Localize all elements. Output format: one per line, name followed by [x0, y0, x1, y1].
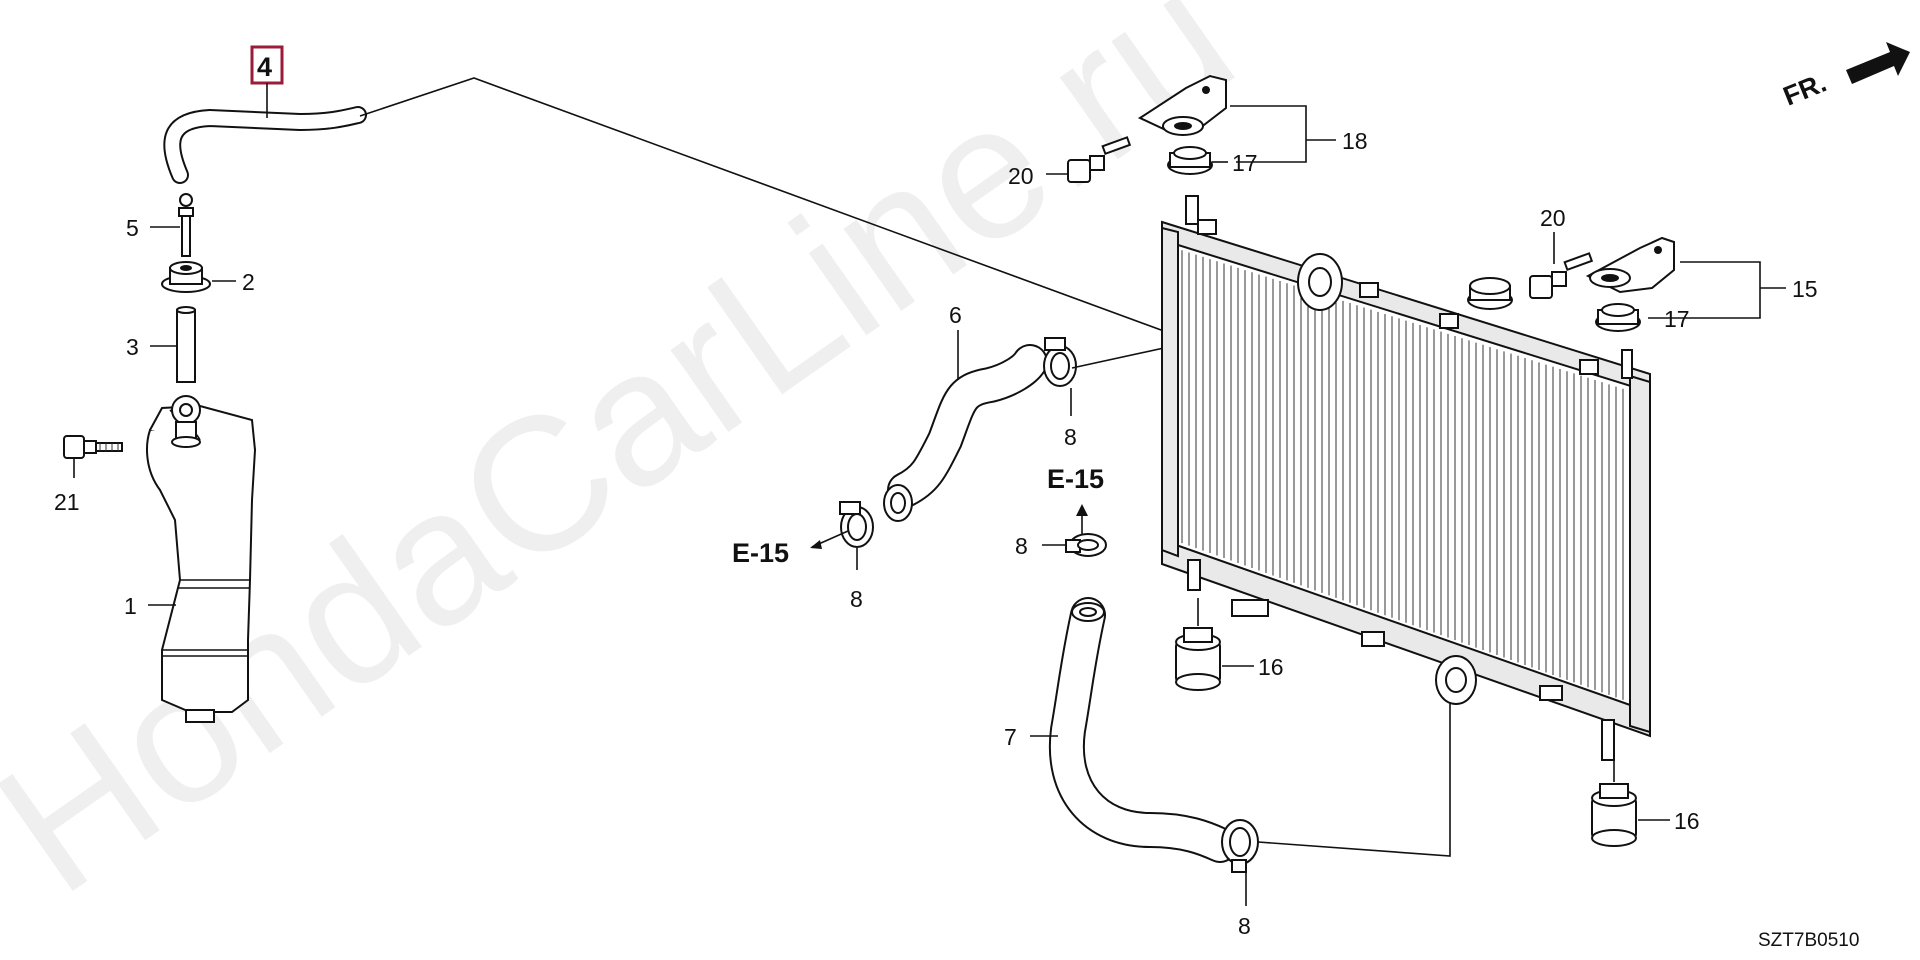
part-8-clip-upper[interactable] [1043, 337, 1077, 387]
part-4-label: 4 [257, 52, 272, 82]
radiator-fins [1181, 250, 1624, 700]
part-5-pin[interactable] [178, 193, 194, 257]
part-18-bracket[interactable] [1137, 74, 1227, 136]
label-8-upper: 8 [1064, 424, 1077, 450]
label-5: 5 [126, 215, 139, 241]
section-ref-left[interactable]: E-15 [732, 530, 849, 568]
label-1: 1 [124, 593, 137, 619]
label-21: 21 [54, 489, 80, 515]
part-8-clip-center[interactable] [1065, 533, 1107, 557]
label-6: 6 [949, 302, 962, 328]
label-18: 18 [1342, 128, 1368, 154]
label-20-upper: 20 [1008, 163, 1034, 189]
part-6-upper-hose[interactable] [883, 344, 1048, 522]
label-8-lower: 8 [1238, 913, 1251, 939]
section-ref-center[interactable]: E-15 [1047, 464, 1104, 540]
label-16-right: 16 [1674, 808, 1700, 834]
part-7-lower-hose[interactable] [1048, 597, 1238, 863]
label-15: 15 [1792, 276, 1818, 302]
label-7: 7 [1004, 724, 1017, 750]
part-16-mount-right[interactable] [1591, 783, 1637, 847]
part-2-grommet[interactable] [161, 261, 211, 293]
diagram-code: SZT7B0510 [1758, 930, 1859, 951]
front-direction-marker: FR. [1779, 42, 1910, 112]
part-4-label-box[interactable]: 4 [250, 45, 284, 85]
label-8-center: 8 [1015, 533, 1028, 559]
part-1-reserve-tank[interactable] [146, 395, 257, 723]
label-2: 2 [242, 269, 255, 295]
part-20-bolt-right[interactable] [1529, 252, 1594, 299]
part-17-grommet-upper[interactable] [1167, 146, 1213, 175]
label-3: 3 [126, 334, 139, 360]
part-8-clip-lower[interactable] [1221, 819, 1259, 873]
part-15-bracket[interactable] [1585, 236, 1675, 294]
section-ref-left-label: E-15 [732, 538, 789, 568]
front-marker-label: FR. [1779, 67, 1831, 111]
part-21-bolt[interactable] [63, 435, 123, 459]
label-17-right: 17 [1664, 306, 1690, 332]
part-8-clip-left[interactable] [839, 501, 874, 548]
label-17-upper: 17 [1232, 150, 1258, 176]
part-16-mount-left[interactable] [1175, 627, 1221, 691]
part-3-tube[interactable] [176, 306, 196, 383]
part-4-hose[interactable] [163, 106, 367, 184]
section-ref-center-label: E-15 [1047, 464, 1104, 494]
part-20-bolt-upper[interactable] [1067, 136, 1132, 183]
label-8-left: 8 [850, 586, 863, 612]
label-20-right: 20 [1540, 205, 1566, 231]
radiator-core[interactable] [1161, 195, 1651, 761]
label-16-left: 16 [1258, 654, 1284, 680]
part-17-grommet-right[interactable] [1595, 303, 1641, 332]
